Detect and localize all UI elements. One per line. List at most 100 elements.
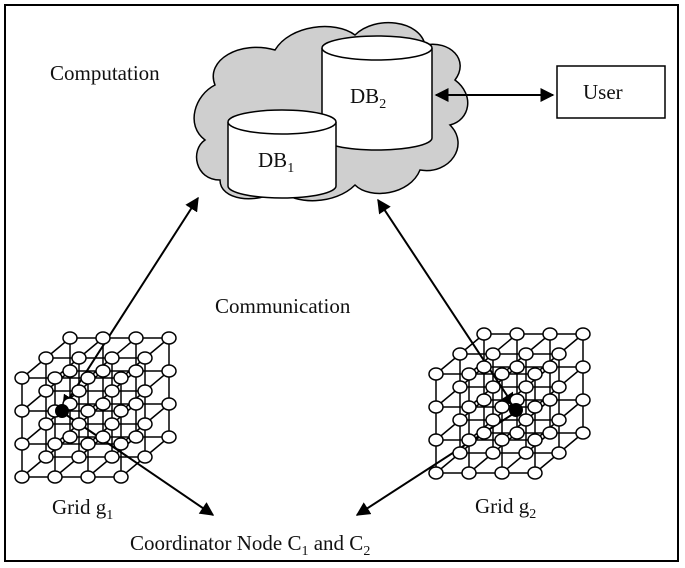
grid-node (128, 331, 144, 345)
grid-node (452, 347, 468, 361)
grid-node (476, 393, 492, 407)
grid-node (80, 437, 96, 451)
grid-node (113, 404, 129, 418)
grid-node (485, 413, 501, 427)
grid-node (518, 380, 534, 394)
grid-node (161, 397, 177, 411)
communication-label: Communication (215, 294, 351, 318)
cloud-grid2-arrow (377, 198, 515, 408)
grid-node (509, 360, 525, 374)
grid-node (575, 327, 591, 341)
coordinator-node-c1 (55, 404, 69, 418)
grid-node (38, 384, 54, 398)
grid-node (137, 417, 153, 431)
grid-node (461, 367, 477, 381)
grid-node (518, 446, 534, 460)
grid-node (62, 364, 78, 378)
grid-g1 (14, 331, 177, 484)
db1-cylinder (227, 109, 337, 199)
grid-node (428, 367, 444, 381)
grid-node (575, 393, 591, 407)
grid-node (95, 364, 111, 378)
grid-node (113, 470, 129, 484)
grid-node (428, 466, 444, 480)
grid-node (38, 351, 54, 365)
grid-node (80, 404, 96, 418)
grid-node (542, 360, 558, 374)
grid-node (104, 384, 120, 398)
grid-node (452, 413, 468, 427)
grid-node (476, 327, 492, 341)
grid-node (62, 430, 78, 444)
grid-node (62, 331, 78, 345)
grid-node (95, 430, 111, 444)
grid-node (95, 331, 111, 345)
grid-node (485, 347, 501, 361)
grid-node (542, 327, 558, 341)
grid-node (47, 470, 63, 484)
grid-node (137, 351, 153, 365)
grid-node (104, 417, 120, 431)
grid-node (542, 426, 558, 440)
grid-node (452, 380, 468, 394)
grid-node (542, 393, 558, 407)
db2-label: DB2 (350, 84, 386, 112)
grid-node (71, 384, 87, 398)
coordinator-node-c2 (509, 403, 523, 417)
db1-label: DB1 (258, 148, 294, 176)
computation-label: Computation (50, 61, 160, 85)
grid-node (509, 426, 525, 440)
grid-node (128, 364, 144, 378)
grid-node (551, 413, 567, 427)
grid-node (476, 426, 492, 440)
grid-node (161, 430, 177, 444)
grid-node (80, 371, 96, 385)
grid-node (518, 413, 534, 427)
grid-node (38, 417, 54, 431)
grid-node (428, 433, 444, 447)
grid-node (137, 450, 153, 464)
grid-node (128, 430, 144, 444)
grid-node (14, 437, 30, 451)
grid-node (575, 360, 591, 374)
grid-node (137, 384, 153, 398)
grid-node (161, 331, 177, 345)
coordinator-label: Coordinator Node C1 and C2 (130, 531, 370, 559)
grid-node (494, 400, 510, 414)
grid-node (128, 397, 144, 411)
grid-node (38, 450, 54, 464)
grid-node (104, 351, 120, 365)
grid-node (461, 466, 477, 480)
grid-node (485, 446, 501, 460)
grid-node (71, 417, 87, 431)
grid-node (428, 400, 444, 414)
grid-node (80, 470, 96, 484)
grid-node (527, 400, 543, 414)
grid-node (551, 347, 567, 361)
grid-node (551, 446, 567, 460)
grid-node (527, 367, 543, 381)
grid-node (14, 470, 30, 484)
grid-node (104, 450, 120, 464)
grid-g2 (428, 327, 591, 480)
grid-node (494, 466, 510, 480)
grid-g1-label: Grid g1 (52, 495, 113, 523)
user-box (556, 65, 666, 119)
grid-node (47, 437, 63, 451)
grid-node (113, 371, 129, 385)
grid-node (47, 371, 63, 385)
grid-node (461, 433, 477, 447)
grid-node (527, 433, 543, 447)
grid-node (551, 380, 567, 394)
grid-node (494, 367, 510, 381)
grid-node (461, 400, 477, 414)
grid-node (71, 351, 87, 365)
grid-node (494, 433, 510, 447)
grid-node (518, 347, 534, 361)
grid-node (14, 404, 30, 418)
grid-node (485, 380, 501, 394)
grid-g2-label: Grid g2 (475, 494, 536, 522)
user-label: User (583, 80, 623, 104)
grid-node (575, 426, 591, 440)
